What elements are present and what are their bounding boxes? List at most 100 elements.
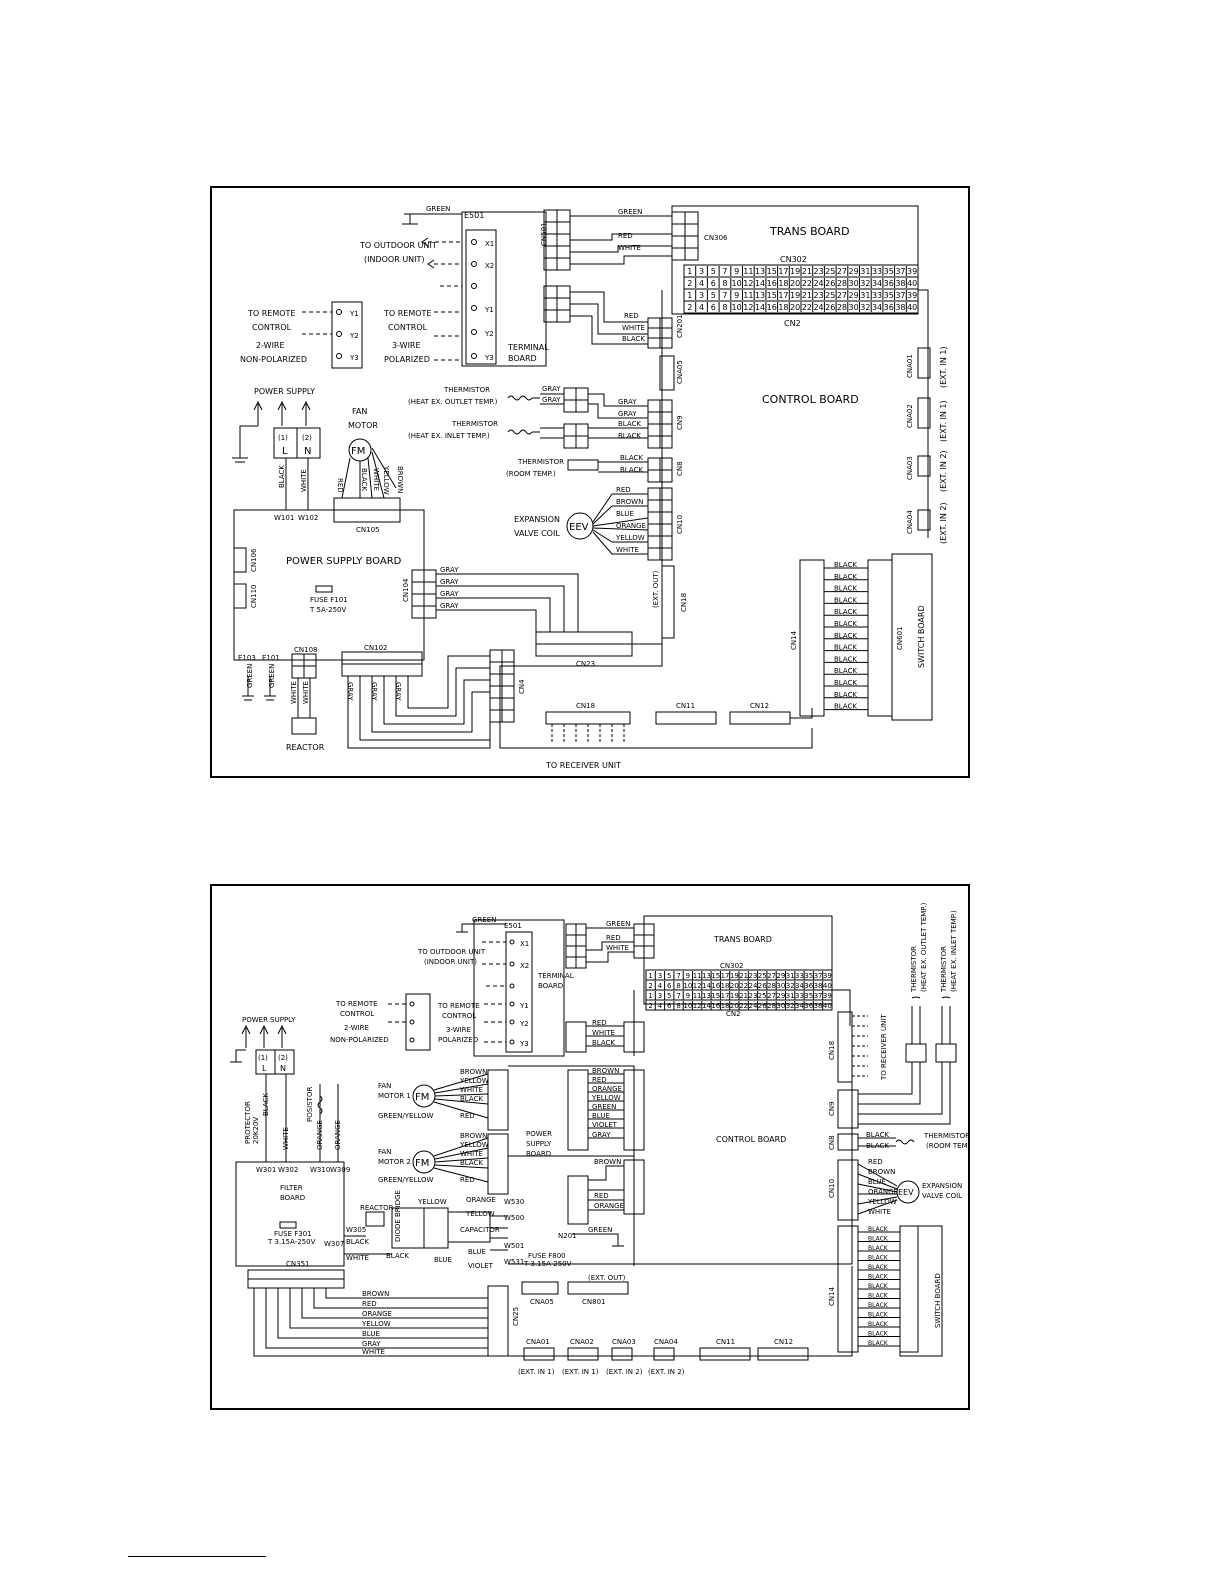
remote-3wire-lines — [434, 311, 462, 361]
filter-board-box — [235, 1161, 345, 1267]
cn106-connector — [233, 547, 247, 573]
r2-lines-2 — [388, 1003, 406, 1023]
header-pin-number: 23 — [748, 972, 757, 980]
header-pin-number: 37 — [895, 291, 905, 300]
header-pin-number: 33 — [872, 267, 882, 276]
posistor-symbol — [317, 1095, 323, 1115]
control-board-outline — [499, 289, 929, 749]
lbl-w309: W309 — [330, 1166, 350, 1174]
lbl-cn801: CN801 — [582, 1298, 606, 1306]
terminal-board-2-l1: TERMINAL — [537, 972, 574, 980]
cna04-2 — [653, 1347, 675, 1361]
b-orange: ORANGE — [362, 1310, 392, 1318]
switch-wires-2: BLACKBLACKBLACKBLACKBLACKBLACKBLACKBLACK… — [858, 1226, 900, 1347]
c24-blue: BLUE — [592, 1112, 610, 1120]
cn520-2 — [567, 1069, 589, 1151]
cn306-label: CN306 — [704, 234, 728, 242]
header-pin-number: 13 — [702, 972, 711, 980]
ps-black: BLACK — [278, 465, 286, 488]
remote2-y2: Y2 — [349, 332, 359, 340]
psb2-l1: POWER — [526, 1130, 552, 1138]
cn502-2 — [565, 1021, 587, 1053]
header-pin-number: 3 — [699, 291, 704, 300]
header-pin-number: 23 — [748, 992, 757, 1000]
header-pin-number: 36 — [804, 982, 813, 990]
header-pin-number: 8 — [722, 303, 727, 312]
therm-room-1: THERMISTOR — [517, 458, 564, 466]
lbl-cn601: CN601 — [896, 627, 904, 651]
tr2-1: THERMISTOR — [923, 1132, 968, 1140]
header-pin-number: 10 — [732, 279, 742, 288]
lbl-w531: W531 — [504, 1258, 524, 1266]
switch-wire-label: BLACK — [834, 691, 857, 699]
cn201-black: BLACK — [622, 335, 645, 343]
cn14-connector — [799, 559, 825, 717]
header-pin-number: 30 — [776, 982, 785, 990]
header-pin-number: 3 — [699, 267, 704, 276]
fm1-white: WHITE — [460, 1086, 483, 1094]
ext-in2-b: (EXT. IN 2) — [939, 502, 948, 544]
psu2-orange: ORANGE — [466, 1196, 496, 1204]
header-pin-number: 34 — [795, 1002, 804, 1010]
to-outdoor-unit-2: (INDOOR UNIT) — [364, 255, 425, 264]
header-pin-number: 25 — [825, 291, 835, 300]
reactor-label: REACTOR — [286, 743, 325, 752]
cn102-gray-1: GRAY — [346, 682, 354, 701]
fm2-label: FM — [415, 1158, 429, 1169]
header-pin-number: 27 — [767, 972, 776, 980]
header-pin-number: 9 — [686, 972, 690, 980]
lbl-n201: N201 — [558, 1232, 577, 1240]
ps2-white: WHITE — [282, 1127, 290, 1150]
r2-2-1: TO REMOTE — [335, 1000, 378, 1008]
lbl-e103: E103 — [238, 654, 256, 662]
header-pin-number: 26 — [758, 982, 767, 990]
e2-red: RED — [868, 1158, 883, 1166]
cn8-2 — [837, 1133, 859, 1151]
header-pin-number: 17 — [778, 267, 788, 276]
fm1-brown: BROWN — [460, 1068, 487, 1076]
header-pin-number: 29 — [776, 992, 785, 1000]
lbl-w501: W501 — [504, 1242, 524, 1250]
header-pin-number: 2 — [648, 1002, 652, 1010]
switch-wire-label: BLACK — [868, 1255, 889, 1262]
therm-inlet-1: THERMISTOR — [451, 420, 498, 428]
ps-ground — [232, 425, 258, 463]
lbl-w102: W102 — [298, 514, 318, 522]
header-pin-number: 19 — [730, 992, 739, 1000]
cn502-cn201-wires — [570, 291, 648, 345]
cn102-gray-3: GRAY — [394, 682, 402, 701]
ps2-label: POWER SUPPLY — [242, 1016, 296, 1024]
lbl-cn4: CN4 — [518, 679, 526, 694]
header-pin-number: 19 — [730, 972, 739, 980]
header-pin-number: 37 — [895, 267, 905, 276]
header-pin-number: 6 — [667, 982, 672, 990]
protector-2: PROTECTOR — [244, 1101, 252, 1144]
header-pin-number: 28 — [767, 1002, 776, 1010]
fan-motor-1: FAN — [352, 407, 367, 416]
header-pin-number: 38 — [814, 1002, 823, 1010]
footer-rule — [128, 1556, 266, 1557]
lbl-cn201: CN201 — [676, 315, 684, 339]
outdoor-arrows — [421, 237, 435, 269]
cn501-cn306-wires — [570, 215, 672, 265]
e2-yellow: YELLOW — [867, 1198, 897, 1206]
ps2-arrows — [241, 1024, 287, 1048]
switch-wire-label: BLACK — [834, 585, 857, 593]
ps-1: (1) — [278, 434, 288, 442]
b-brown: BROWN — [362, 1290, 389, 1298]
terminal-screws — [471, 239, 477, 359]
e103-e101-ground — [242, 676, 276, 701]
lbl-cn10-2: CN10 — [828, 1179, 836, 1198]
switch-wire-label: BLACK — [868, 1274, 889, 1281]
power-supply-board-box — [233, 509, 425, 661]
e2-orange: ORANGE — [868, 1188, 898, 1196]
header-pin-number: 14 — [702, 982, 711, 990]
fm1-t2: MOTOR 1 — [378, 1092, 411, 1100]
ps2-orange2: ORANGE — [334, 1120, 342, 1150]
header-pin-number: 38 — [814, 982, 823, 990]
header-pin-number: 15 — [711, 972, 720, 980]
psu2-yellow: YELLOW — [417, 1198, 447, 1206]
ext-in1-b: (EXT. IN 1) — [939, 400, 948, 442]
fuse-f800-r: T 3.15A-250V — [523, 1260, 572, 1268]
